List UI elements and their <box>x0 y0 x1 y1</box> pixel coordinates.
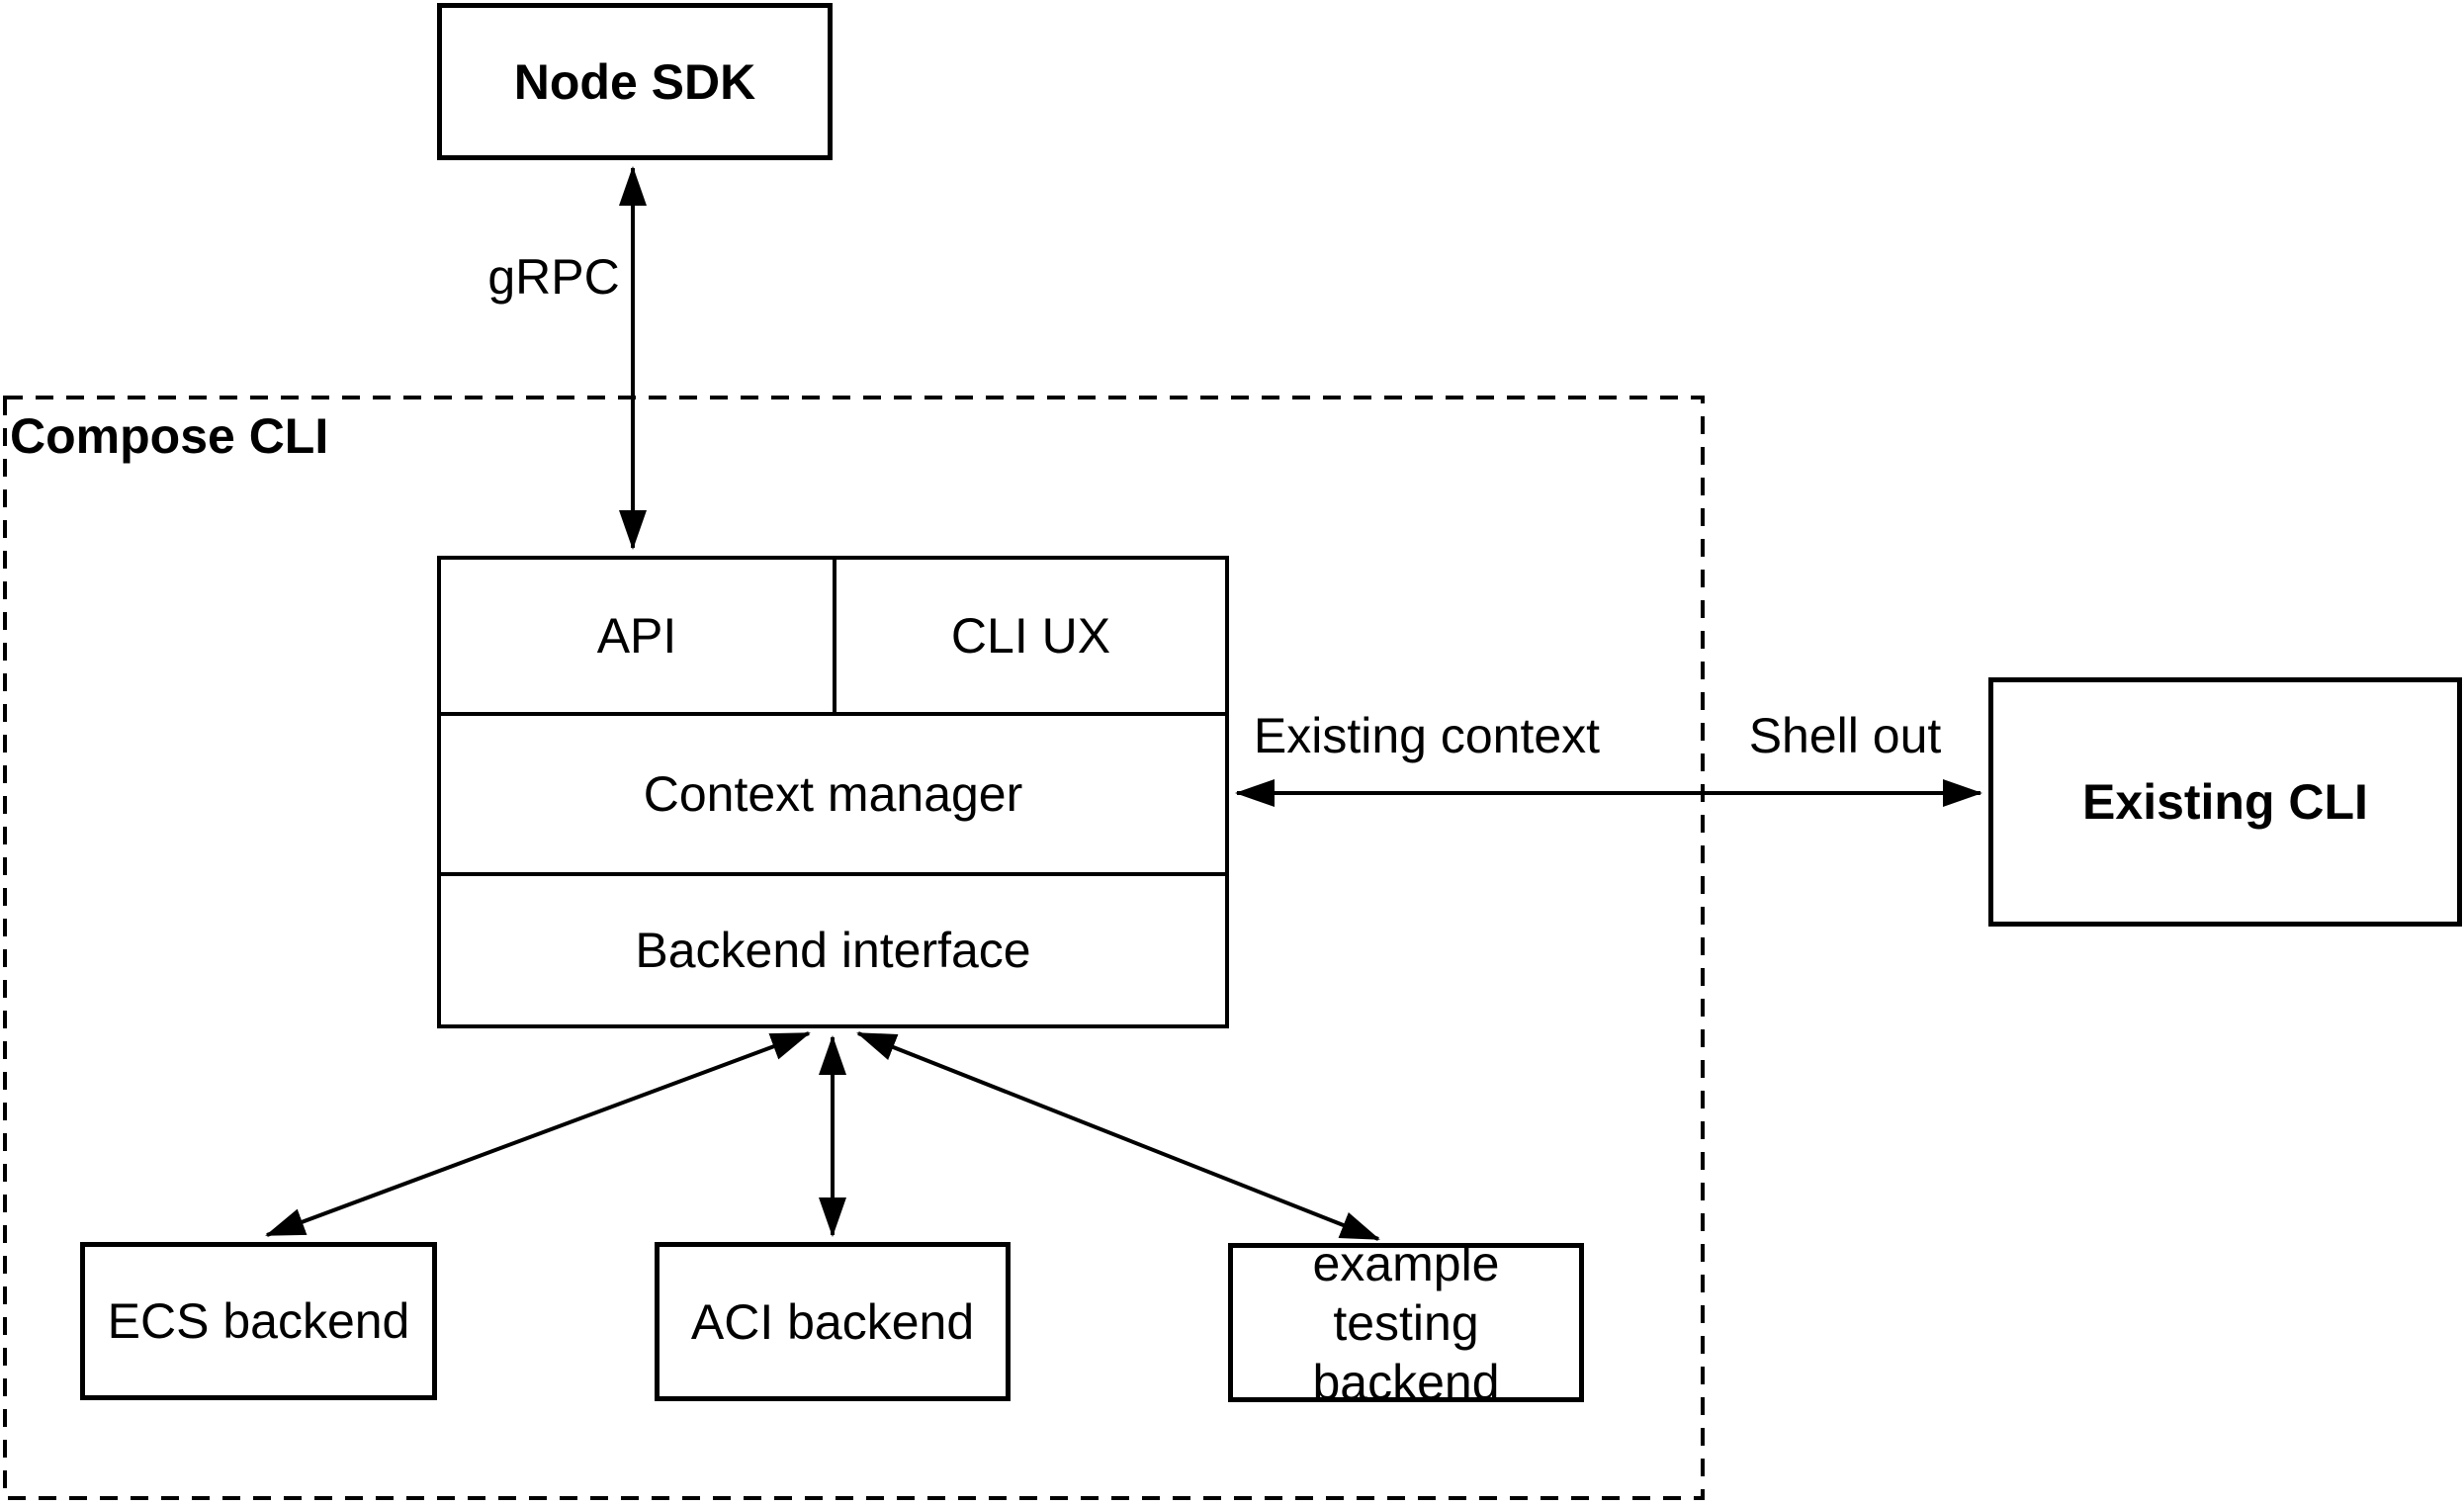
compose-cli-stack: API CLI UX Context manager Backend inter… <box>437 556 1229 1028</box>
example-testing-backend-box: example testing backend <box>1228 1236 1584 1410</box>
context-manager-box: Context manager <box>441 716 1225 872</box>
node-sdk-label: Node SDK <box>513 53 756 110</box>
shell-out-edge-label: Shell out <box>1748 708 1942 763</box>
example-testing-backend-label: example testing backend <box>1312 1235 1500 1410</box>
node-sdk-box: Node SDK <box>437 3 833 160</box>
existing-cli-box: Existing CLI <box>1988 677 2462 927</box>
ecs-backend-label: ECS backend <box>107 1293 410 1349</box>
aci-backend-label: ACI backend <box>690 1293 975 1350</box>
existing-context-edge-label: Existing context <box>1253 708 1601 763</box>
ecs-backend-box: ECS backend <box>80 1242 437 1400</box>
api-box: API <box>441 560 836 712</box>
context-manager-label: Context manager <box>643 766 1023 822</box>
ecs-backend-edge <box>265 1031 811 1237</box>
grpc-edge-label: gRPC <box>487 249 620 305</box>
backend-interface-label: Backend interface <box>635 923 1031 978</box>
cli-ux-box: CLI UX <box>836 560 1225 712</box>
stack-middle-row: Context manager <box>441 716 1225 876</box>
backend-interface-box: Backend interface <box>441 876 1225 1024</box>
example-backend-edge <box>856 1031 1380 1241</box>
existing-cli-label: Existing CLI <box>2082 774 2368 830</box>
api-label: API <box>596 608 677 664</box>
cli-ux-label: CLI UX <box>950 608 1111 664</box>
stack-top-row: API CLI UX <box>441 560 1225 716</box>
aci-backend-box: ACI backend <box>655 1242 1011 1401</box>
compose-cli-container-border <box>3 396 1705 1500</box>
stack-bottom-row: Backend interface <box>441 876 1225 1024</box>
compose-cli-container-label: Compose CLI <box>10 408 329 464</box>
